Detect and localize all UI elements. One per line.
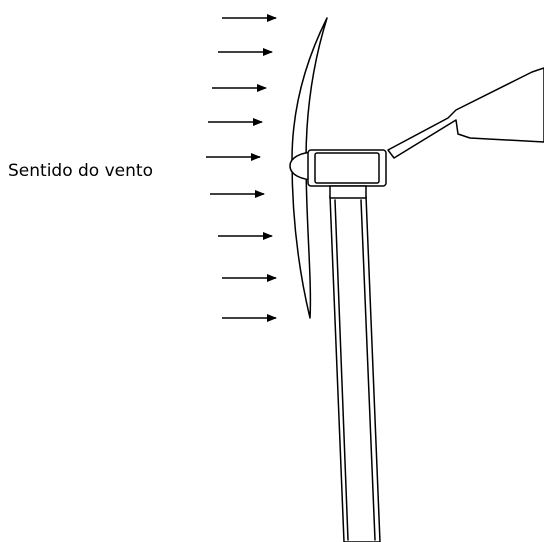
wind-arrows [206, 14, 277, 322]
tail-vane [387, 67, 544, 159]
yaw-bearing [329, 185, 367, 199]
nacelle-inner [314, 152, 380, 184]
tower-inner-line [334, 199, 376, 541]
wind-direction-label: Sentido do vento [8, 161, 153, 181]
nacelle [307, 149, 387, 187]
rotor-blade [291, 17, 328, 319]
